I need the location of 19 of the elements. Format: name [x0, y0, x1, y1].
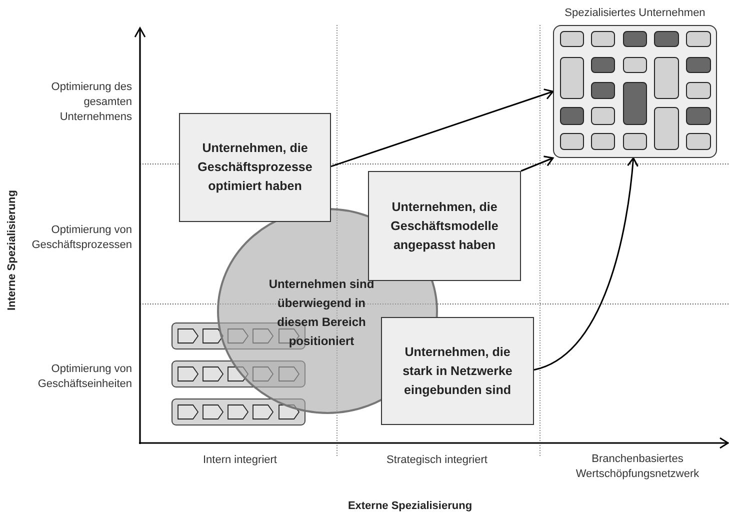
arrow: [520, 156, 554, 172]
text-box: [368, 171, 521, 281]
axis-label: Strategisch integriert: [386, 453, 488, 468]
box-label: Unternehmen, die Geschäftsprozesse optimiert haben: [196, 140, 314, 195]
arrow: [534, 157, 638, 371]
panel-heading: Spezialisiertes Unternehmen: [564, 6, 706, 21]
text-box: [179, 113, 331, 222]
axis-title: Externe Spezialisierung: [346, 499, 474, 514]
text-box: [381, 317, 534, 425]
axis-label: Branchenbasiertes Wertschöpfungsnetzwerk: [574, 452, 700, 482]
arrow: [330, 88, 554, 168]
area-label: Unternehmen sind überwiegend in diesem Bereich positioniert: [268, 276, 376, 350]
axis-title: Interne Spezialisierung: [4, 189, 19, 312]
axis-label: Optimierung von Geschäftseinheiten: [36, 362, 132, 392]
axis-label: Optimierung des gesamten Unternehmens: [50, 80, 132, 125]
box-label: Unternehmen, die Geschäftsmodelle angepasst haben: [390, 198, 500, 254]
axis-label: Optimierung von Geschäftsprozessen: [30, 223, 132, 253]
axis-label: Intern integriert: [202, 453, 278, 468]
box-label: Unternehmen, die stark in Netzwerke eingebunden sind: [402, 344, 514, 399]
